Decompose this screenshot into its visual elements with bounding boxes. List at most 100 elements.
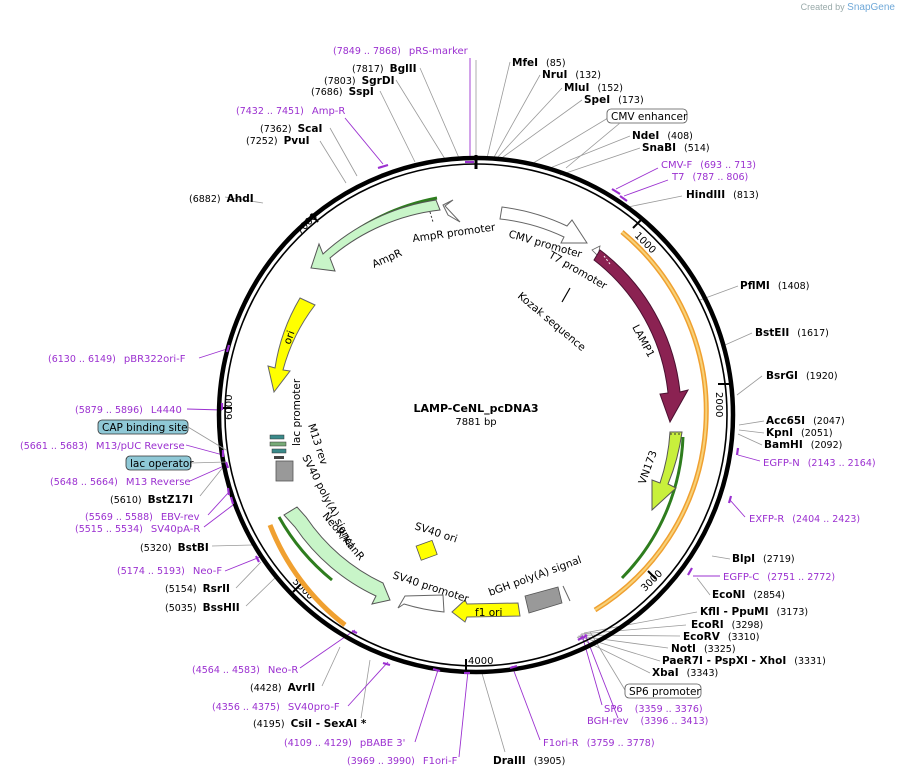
feat-bgh-polya: bGH poly(A) signal: [487, 554, 583, 599]
primer-m13-reverse: (5648 .. 5664)M13 Reverse: [50, 477, 191, 488]
primer-exfp-r: EXFP-R(2404 .. 2423): [749, 514, 860, 525]
sp6-promoter-label: SP6 promoter: [629, 686, 701, 698]
enzyme-ahdi: (6882)AhdI: [189, 193, 254, 205]
enzyme-kfli-ppumi: KflI - PpuMI(3173): [700, 606, 808, 618]
plasmid-length: 7881 bp: [455, 417, 496, 428]
enzyme-spei: SpeI(173): [584, 94, 644, 106]
ori-arrow: [267, 297, 316, 394]
enzyme-draiii: DraIII(3905): [493, 755, 565, 767]
credit-prefix: Created by: [800, 2, 845, 12]
primer-sv40pro-f: (4356 .. 4375)SV40pro-F: [212, 702, 340, 713]
lac-operator-label: lac operator: [130, 458, 194, 470]
orange-band-left: [267, 524, 347, 627]
primer-pbr322ori-f: (6130 .. 6149)pBR322ori-F: [48, 354, 186, 365]
tick-2000: 2000: [713, 392, 724, 417]
tick-6000: 6000: [224, 395, 235, 420]
cmv-enhancer-leader: [565, 122, 621, 169]
lamp1-arrow: [593, 249, 690, 424]
sv40-ori-block: [415, 539, 438, 561]
enzyme-ecorv: EcoRV(3310): [683, 631, 759, 643]
enzyme-ecori: EcoRI(3298): [691, 619, 763, 631]
primer-ebv-rev: (5569 .. 5588)EBV-rev: [85, 512, 200, 523]
enzyme-sspi: (7686)SspI: [311, 86, 374, 98]
enzyme-bstbi: (5320)BstBI: [140, 542, 209, 554]
enzyme-bamhi: BamHI(2092): [764, 439, 842, 451]
enzyme-bsteii: BstEII(1617): [755, 327, 829, 339]
primer-f1ori-r: F1ori-R(3759 .. 3778): [543, 738, 655, 749]
primer-t7: T7(787 .. 806): [671, 172, 748, 183]
green-band-vn: [620, 436, 685, 580]
feat-ampr-promoter: AmpR promoter: [412, 221, 497, 245]
primer-l4440: (5879 .. 5896)L4440: [75, 405, 182, 416]
cmv-promoter-arrow: [499, 206, 588, 244]
enzyme-bglii: (7817)BglII: [352, 63, 417, 75]
ampr-promoter-arrow: [442, 199, 461, 223]
feat-ori: ori: [282, 329, 298, 346]
enzyme-nrui: NruI(132): [542, 69, 601, 81]
enzyme-mfei: MfeI(85): [512, 57, 566, 69]
lac-operator-mark: [271, 448, 287, 454]
enzyme-bsshii: (5035)BssHII: [165, 602, 240, 614]
lac-promoter-mark: [269, 441, 287, 447]
enzyme-xbai: XbaI(3343): [652, 667, 718, 679]
enzyme-snabi: SnaBI(514): [642, 142, 710, 154]
bgh-small-mark: [562, 585, 571, 602]
enzyme-bstz17i: (5610)BstZ17I: [110, 494, 193, 506]
bgh-polya-block: [524, 586, 563, 614]
ampr-divider: [429, 211, 434, 223]
enzyme-pvui: (7252)PvuI: [246, 135, 310, 147]
green-band-neo: [277, 516, 333, 582]
primer-neo-f: (5174 .. 5193)Neo-F: [117, 566, 222, 577]
primer-prs-marker: (7849 .. 7868)pRS-marker: [333, 46, 469, 57]
enzyme-paer7i-pspxi-xhoi: PaeR7I - PspXI - XhoI(3331): [662, 655, 826, 667]
enzyme-avrii: (4428)AvrII: [250, 682, 315, 694]
sv40-promoter-arrow: [397, 594, 445, 613]
primer-bgh-rev: BGH-rev(3396 .. 3413): [587, 716, 708, 727]
feat-sv40-ori: SV40 ori: [413, 520, 459, 545]
orange-band-right: [593, 230, 709, 613]
position-ticks: [221, 213, 729, 670]
plasmid-name: LAMP-CeNL_pcDNA3: [413, 402, 538, 415]
primer-amp-r: (7432 .. 7451)Amp-R: [236, 106, 345, 117]
enzyme-rsrii: (5154)RsrII: [165, 583, 230, 595]
vn173-arrow: [651, 431, 683, 512]
enzyme-pflmi: PflMI(1408): [740, 280, 809, 292]
feat-lac-promoter: lac promoter: [291, 378, 303, 446]
feat-ampr: AmpR: [370, 247, 404, 271]
enzyme-leader-lines: [199, 60, 765, 753]
primer-neo-r: (4564 .. 4583)Neo-R: [192, 665, 298, 676]
enzyme-ndei: NdeI(408): [632, 130, 693, 142]
primer-egfp-c: EGFP-C(2751 .. 2772): [723, 572, 835, 583]
enzyme-csii-sexai: (4195)CsiI - SexAI *: [253, 718, 367, 730]
snapgene-credit: Created by SnapGene: [801, 2, 895, 13]
enzyme-mlui: MluI(152): [564, 82, 623, 94]
enzyme-noti: NotI(3325): [671, 643, 736, 655]
primer-pbabe3: (4109 .. 4129)pBABE 3': [284, 738, 405, 749]
enzyme-scai: (7362)ScaI: [260, 123, 322, 135]
credit-brand: SnapGene: [847, 2, 895, 13]
orange-band-right-inner: [594, 231, 708, 611]
kozak-mark: [561, 287, 571, 303]
enzyme-acc65i: Acc65I(2047): [766, 415, 845, 427]
sp6-promoter-box: [624, 683, 702, 699]
cap-binding-site-label: CAP binding site: [102, 422, 188, 434]
primer-cmv-f: CMV-F(693 .. 713): [661, 160, 756, 171]
ampr-arrow: [310, 199, 441, 272]
primer-f1ori-f: (3969 .. 3990)F1ori-F: [347, 756, 458, 767]
enzyme-bsrgi: BsrGI(1920): [766, 370, 838, 382]
sv40-polya-block: [275, 460, 294, 482]
enzyme-blpi: BlpI(2719): [732, 553, 795, 565]
feat-kozak: Kozak sequence: [515, 290, 588, 354]
f1-ori-arrow: [451, 599, 521, 623]
primer-m13-puc-reverse: (5661 .. 5683)M13/pUC Reverse: [20, 441, 185, 452]
primer-marks: [220, 160, 740, 675]
tick-4000: 4000: [468, 656, 493, 667]
enzyme-sgrdi: (7803)SgrDI: [324, 75, 394, 87]
primer-egfp-n: EGFP-N(2143 .. 2164): [763, 458, 876, 469]
cmv-enhancer-box: [606, 108, 688, 124]
m13rev-mark: [274, 456, 284, 459]
primer-sp6: SP6(3359 .. 3376): [604, 704, 703, 715]
cmv-enhancer-label: CMV enhancer: [611, 111, 688, 123]
feat-f1-ori: f1 ori: [475, 607, 502, 619]
